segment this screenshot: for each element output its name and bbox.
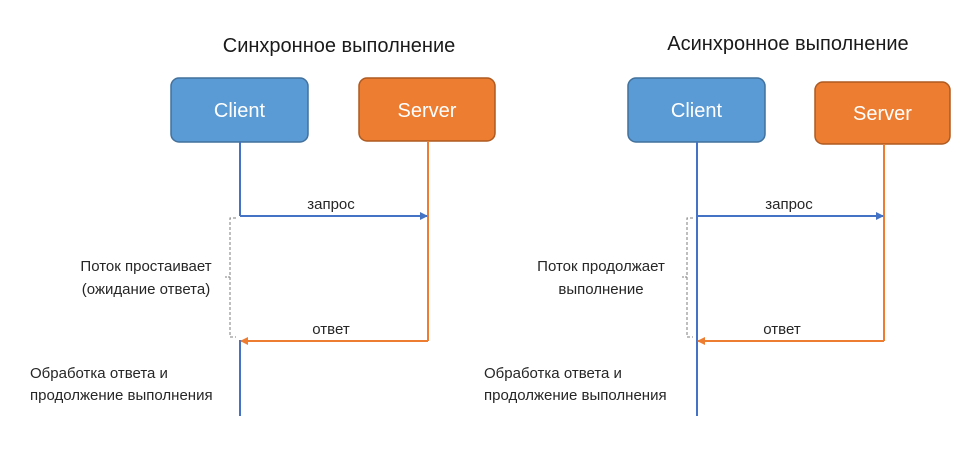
async-continue-text-line2: выполнение xyxy=(558,281,643,298)
async-server-box xyxy=(814,81,951,145)
async-after-text-line2: продолжение выполнения xyxy=(484,387,667,404)
async-after-text-line1: Обработка ответа и xyxy=(484,365,622,382)
async-continue-text-line1: Поток продолжает xyxy=(537,258,665,275)
async-client-label: Client xyxy=(671,100,723,122)
sync-response-label: ответ xyxy=(312,321,350,338)
async-response-label: ответ xyxy=(763,321,801,338)
async-continue-bracket xyxy=(686,217,693,338)
sync-wait-text-line2: (ожидание ответа) xyxy=(82,281,210,298)
sync-title: Синхронное выполнение xyxy=(223,35,456,57)
async-title: Асинхронное выполнение xyxy=(667,33,908,55)
sync-after-text-line1: Обработка ответа и xyxy=(30,365,168,382)
sync-panel: Синхронное выполнение Client Server запр… xyxy=(30,35,496,416)
async-panel: Асинхронное выполнение Client Server зап… xyxy=(484,33,951,416)
sync-client-label: Client xyxy=(214,100,266,122)
sync-wait-bracket xyxy=(229,217,236,338)
sync-after-text-line2: продолжение выполнения xyxy=(30,387,213,404)
async-request-label: запрос xyxy=(765,196,813,213)
sync-wait-text-line1: Поток простаивает xyxy=(80,258,211,275)
async-server-label: Server xyxy=(853,103,912,125)
sync-request-label: запрос xyxy=(307,196,355,213)
sync-server-label: Server xyxy=(398,100,457,122)
